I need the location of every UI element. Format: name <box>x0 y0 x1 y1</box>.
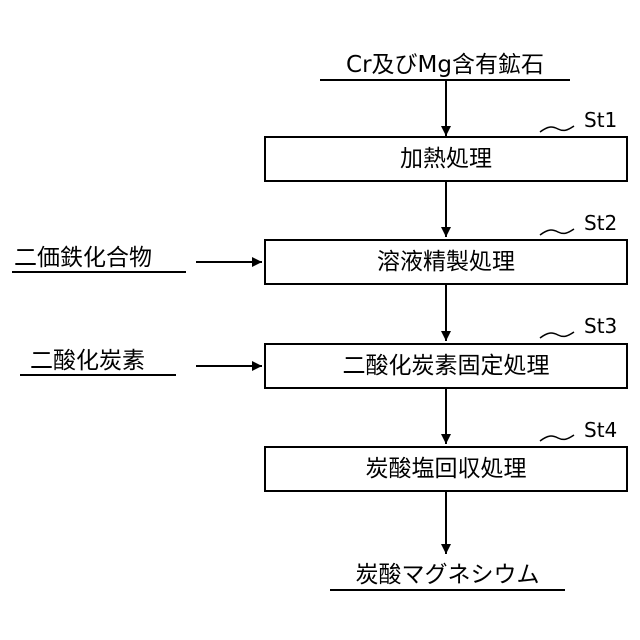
step-leader-st3 <box>540 332 574 338</box>
step-id-st3: St3 <box>584 314 617 338</box>
step-box-st3: 二酸化炭素固定処理 <box>264 343 628 389</box>
step-box-st2: 溶液精製処理 <box>264 239 628 285</box>
step-id-st2: St2 <box>584 211 617 235</box>
step-leader-st4 <box>540 435 574 441</box>
product-label: 炭酸マグネシウム <box>330 561 565 589</box>
step-leader-st2 <box>540 229 574 235</box>
step-box-st1: 加熱処理 <box>264 136 628 182</box>
step-id-st1: St1 <box>584 108 617 132</box>
input-label-2: 二酸化炭素 <box>30 347 145 375</box>
step-label: 炭酸塩回収処理 <box>366 455 527 483</box>
source-label: Cr及びMg含有鉱石 <box>320 51 570 79</box>
step-id-st4: St4 <box>584 418 617 442</box>
step-leader-st1 <box>540 126 574 132</box>
step-box-st4: 炭酸塩回収処理 <box>264 446 628 492</box>
input-label-1: 二価鉄化合物 <box>14 244 152 272</box>
step-label: 溶液精製処理 <box>377 248 515 276</box>
step-label: 二酸化炭素固定処理 <box>343 352 550 380</box>
step-label: 加熱処理 <box>400 145 492 173</box>
